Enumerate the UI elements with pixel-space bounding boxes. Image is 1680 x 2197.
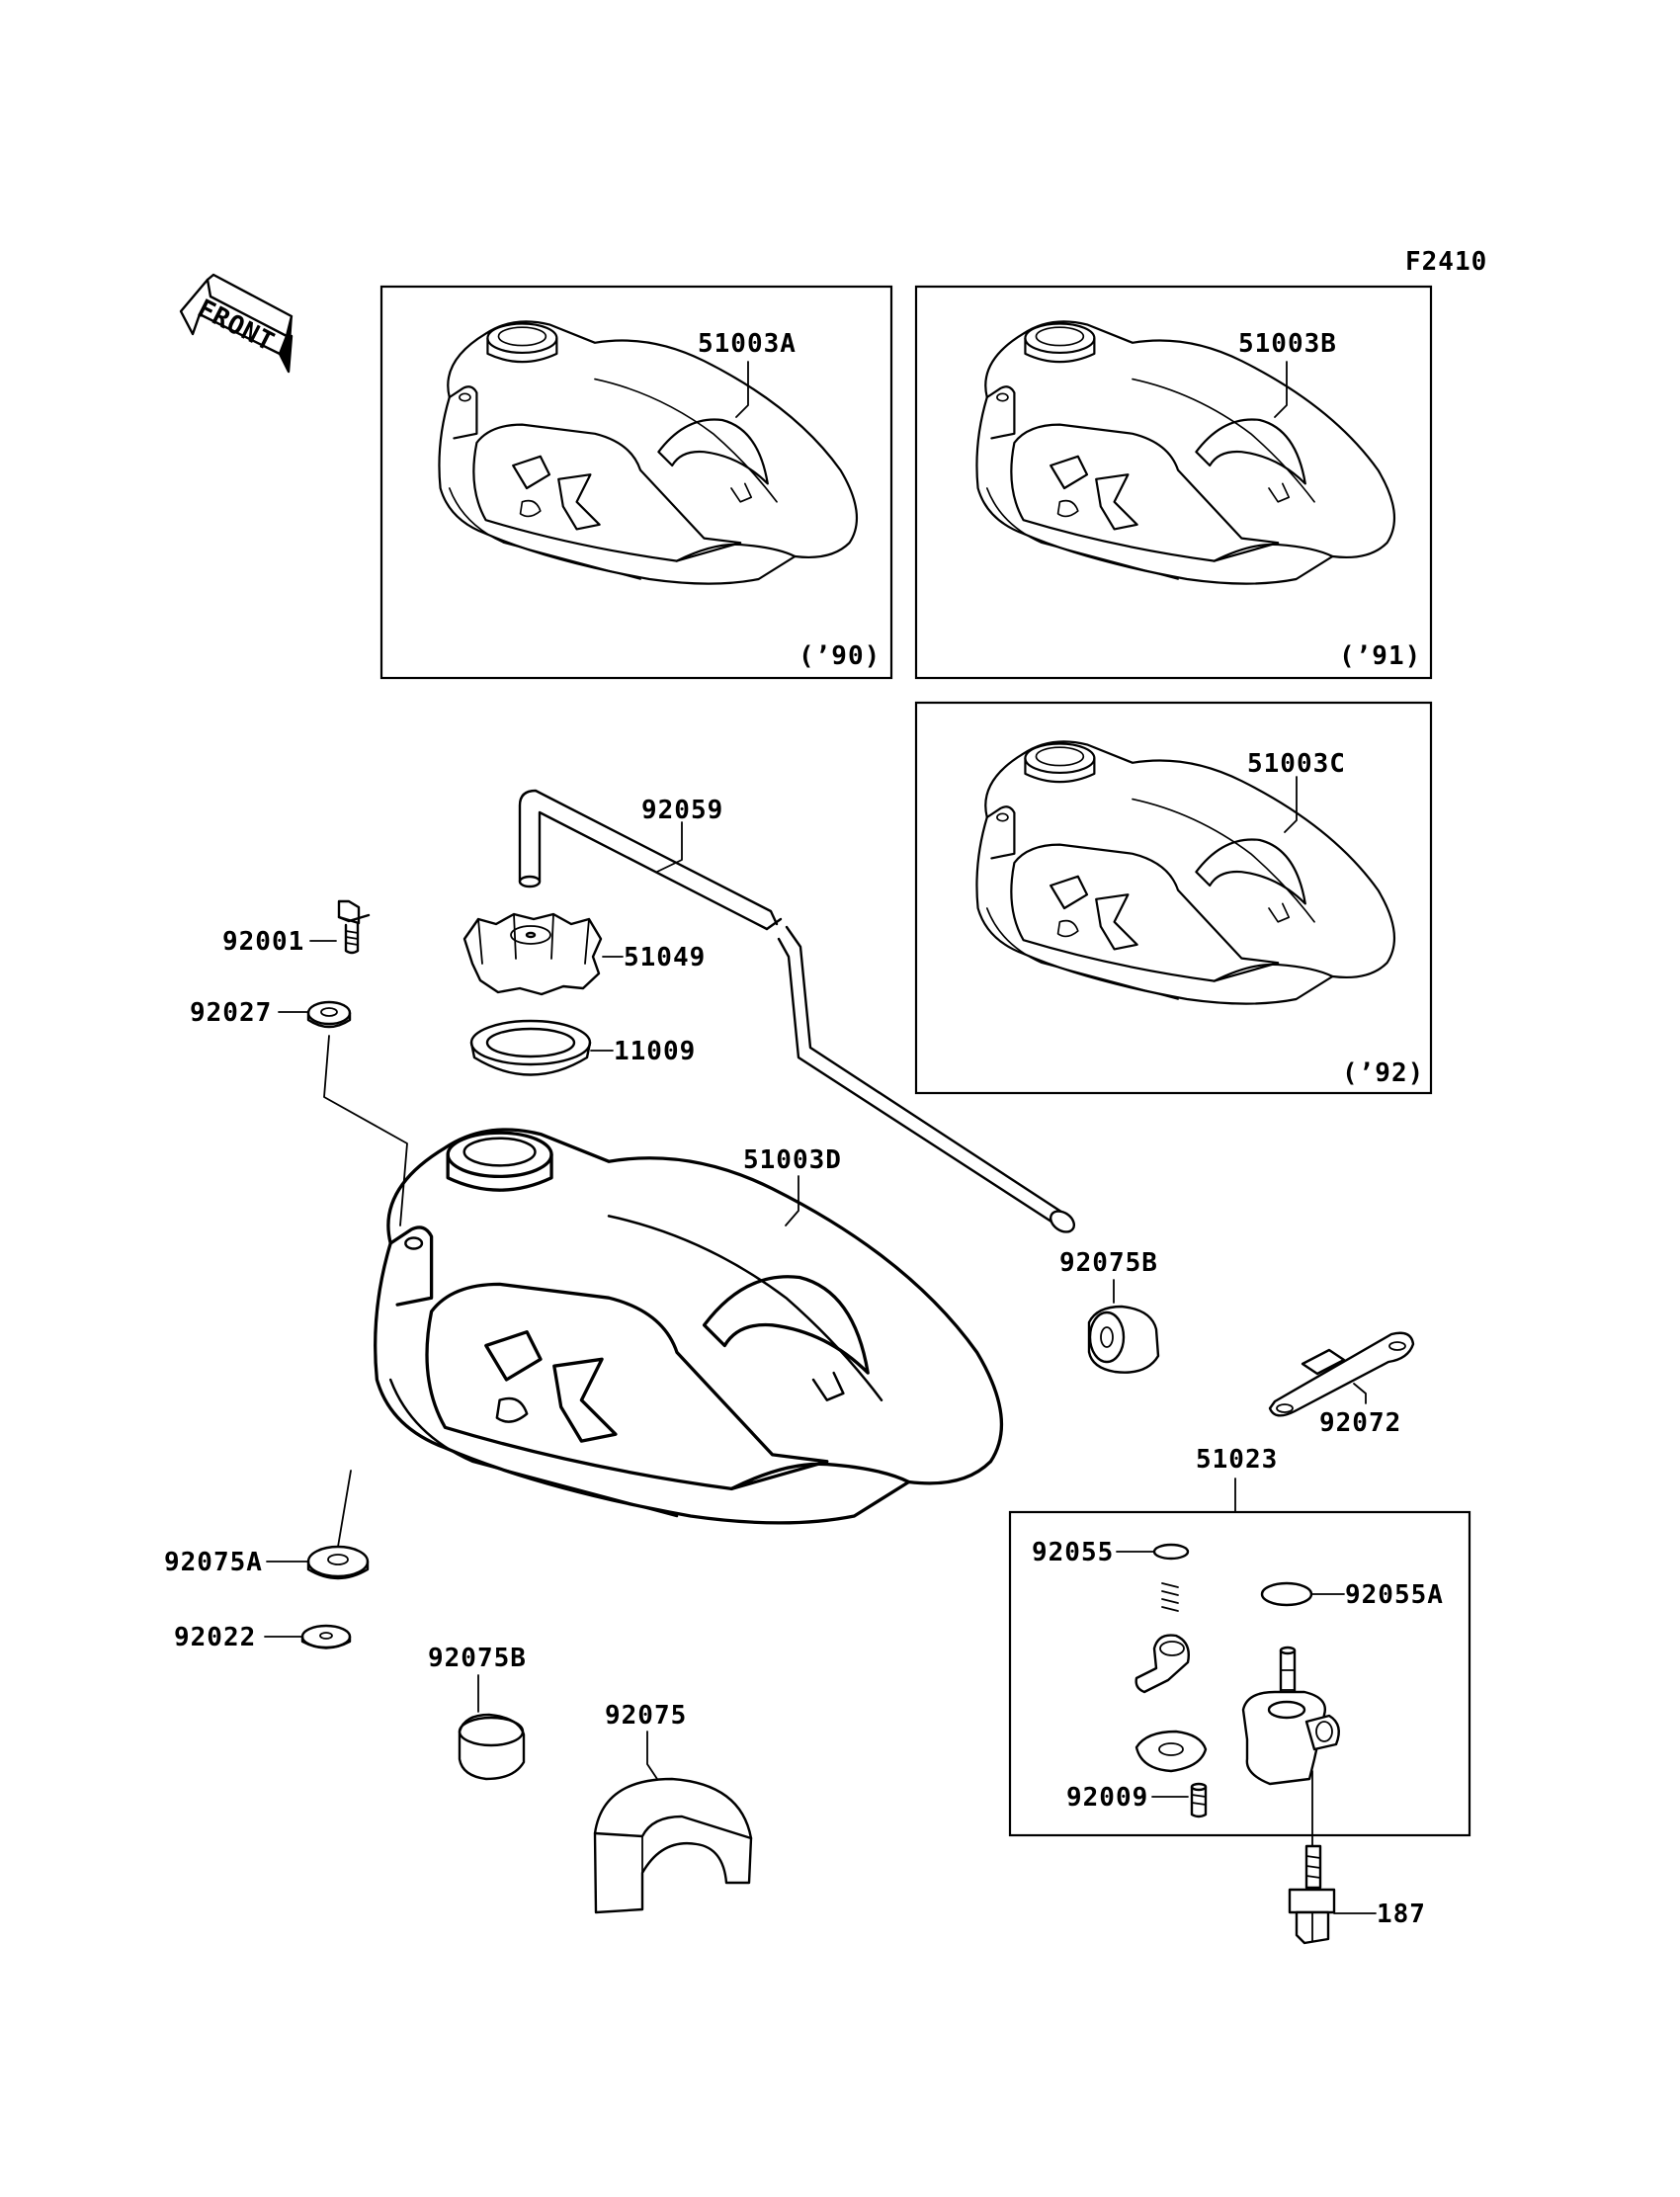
leader-92075A-to-tank xyxy=(337,1470,352,1548)
label-51003A: 51003A xyxy=(698,329,797,359)
lever-icon xyxy=(1134,1634,1190,1694)
leader-92027-to-tank xyxy=(323,1035,408,1226)
leader-51003A xyxy=(735,361,749,418)
tank-51003C xyxy=(975,740,1396,1005)
tank-51003D xyxy=(374,1128,1004,1525)
label-92022: 92022 xyxy=(174,1623,256,1652)
plate-gasket-icon xyxy=(1134,1730,1208,1773)
rubber-92075 xyxy=(593,1777,753,1914)
leader-92075 xyxy=(646,1731,658,1780)
label-92072: 92072 xyxy=(1319,1408,1401,1438)
label-92075B-bottom: 92075B xyxy=(428,1644,527,1673)
label-92027: 92027 xyxy=(190,998,272,1028)
label-92009: 92009 xyxy=(1066,1783,1148,1813)
gasket-11009 xyxy=(469,1019,592,1076)
label-92059: 92059 xyxy=(641,796,723,825)
leader-92059 xyxy=(656,821,683,873)
year-92: (’92) xyxy=(1342,1058,1424,1088)
washer-92027 xyxy=(306,1000,352,1029)
leader-51003B xyxy=(1274,361,1288,418)
bolt-92001 xyxy=(337,899,371,955)
label-92055: 92055 xyxy=(1032,1538,1114,1567)
leader-92072 xyxy=(1353,1383,1367,1404)
year-91: (’91) xyxy=(1339,641,1421,671)
grommet-92075A xyxy=(306,1545,370,1580)
sleeve-92075B-bottom xyxy=(458,1713,526,1781)
label-92001: 92001 xyxy=(222,927,304,957)
tank-51003A xyxy=(438,320,859,585)
label-51023: 51023 xyxy=(1196,1445,1278,1475)
label-51003B: 51003B xyxy=(1238,329,1337,359)
tank-51003B xyxy=(975,320,1396,585)
fuel-tap-box xyxy=(1008,1510,1471,1837)
leader-51003D xyxy=(785,1175,799,1226)
label-51003C: 51003C xyxy=(1247,749,1346,779)
label-11009: 11009 xyxy=(614,1037,696,1066)
variant-box-91 xyxy=(914,285,1433,680)
front-arrow-icon: FRONT xyxy=(179,273,294,374)
label-92075A: 92075A xyxy=(164,1548,263,1577)
label-187: 187 xyxy=(1377,1900,1426,1929)
label-92075B-top: 92075B xyxy=(1059,1248,1158,1278)
bracket-92072 xyxy=(1268,1331,1415,1417)
label-51003D: 51003D xyxy=(743,1145,842,1175)
spring-icon xyxy=(1161,1582,1179,1612)
sleeve-92075B-top xyxy=(1087,1305,1160,1374)
figure-code: F2410 xyxy=(1405,247,1487,277)
label-92075: 92075 xyxy=(605,1701,687,1731)
variant-box-90 xyxy=(379,285,893,680)
fuel-cap-51049 xyxy=(462,912,603,996)
fuel-tap-body xyxy=(1241,1646,1340,1786)
oring-92055 xyxy=(1152,1543,1190,1561)
year-90: (’90) xyxy=(798,641,881,671)
bolt-187 xyxy=(1288,1844,1336,1945)
screw-92009 xyxy=(1190,1782,1208,1818)
hose-92059 xyxy=(518,789,1076,1233)
variant-box-92 xyxy=(914,701,1433,1095)
label-51049: 51049 xyxy=(624,943,706,972)
oring-92055A xyxy=(1260,1581,1313,1607)
leader-51003C xyxy=(1284,776,1298,833)
label-92055A: 92055A xyxy=(1345,1580,1444,1610)
washer-92022 xyxy=(300,1624,352,1649)
